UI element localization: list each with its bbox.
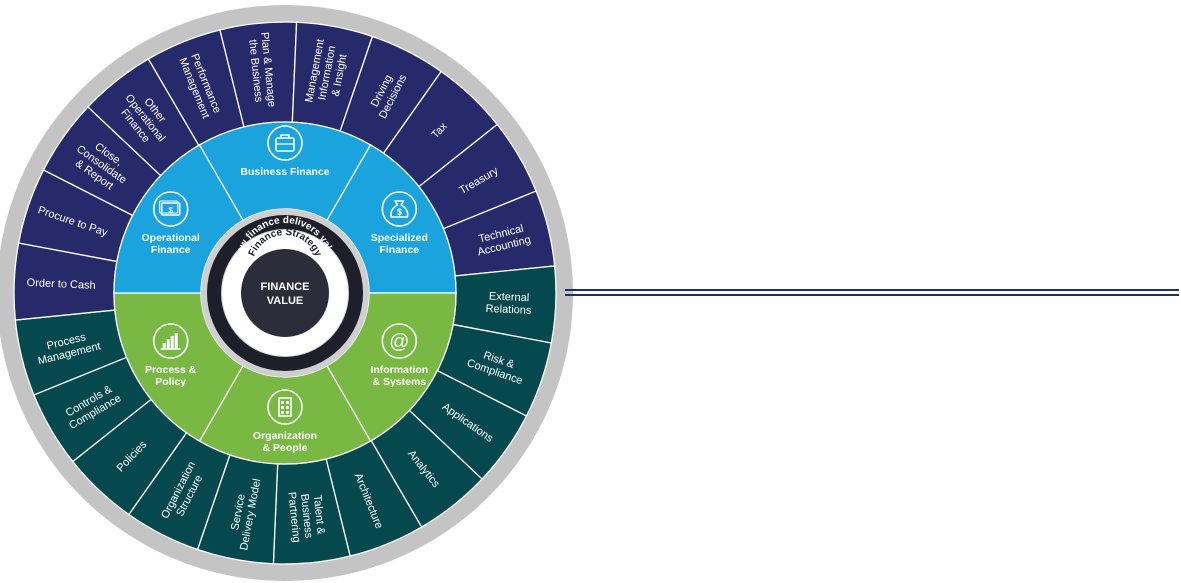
at-sign-icon: @	[381, 323, 418, 359]
list-item: Drive value by embedding both forms of c…	[705, 119, 1157, 159]
segment-label-process-and-policy: Process &Policy	[145, 364, 197, 388]
outer-segment-label-order-to-cash: Order to Cash	[26, 277, 96, 292]
segment-label-business-finance: Business Finance	[240, 166, 329, 178]
bullet-list: Ability to rely on internal non-financia…	[705, 365, 1157, 463]
svg-text:@: @	[389, 331, 409, 353]
refresh-icon	[607, 348, 687, 428]
svg-text:$: $	[168, 206, 173, 215]
divider-notch	[589, 283, 649, 288]
divider-notch	[663, 283, 1095, 288]
panel-title: Finance enabling Sustainability	[705, 336, 960, 355]
segment-label-information-and-systems: Information& Systems	[370, 364, 428, 388]
panel-title: How finance delivers sustainable value	[705, 90, 1021, 109]
question-mark-icon	[607, 119, 687, 199]
inner-ring	[113, 121, 457, 465]
list-item: Integrated information and supporting sy…	[705, 417, 1157, 457]
bullet-list: Drive value by embedding both forms of c…	[705, 119, 1157, 257]
money-icon: $	[152, 191, 189, 227]
svg-text:$: $	[397, 207, 402, 217]
center-label-line2: VALUE	[267, 295, 303, 307]
building-icon	[267, 389, 303, 425]
briefcase-icon	[267, 125, 303, 161]
list-item: Enable reliable carbon data from standar…	[705, 165, 1157, 205]
outer-ring	[13, 21, 557, 565]
outer-segment-label-talent-and-business-partnering: Talent &BusinessPartnering	[285, 489, 327, 543]
strategy-ring-dark-top	[207, 215, 363, 293]
finance-value-core	[241, 249, 329, 337]
outer-segment-label-external-relations: ExternalRelations	[485, 290, 532, 316]
sustainable-value-panel: How finance delivers sustainable value D…	[589, 69, 1175, 281]
list-item: Fill the Sustainability capability gap	[705, 391, 1157, 411]
list-item: Ability to rely on internal non-financia…	[705, 365, 1157, 385]
divider-line	[565, 294, 1179, 296]
divider-line	[565, 289, 1179, 291]
divider-notch	[1111, 283, 1175, 288]
center-label-line1: FINANCE	[261, 281, 310, 293]
list-item: Seamlessly integrated Climate Risk & Com…	[705, 211, 1157, 251]
money-bag-icon: $	[381, 191, 418, 227]
segment-label-organization-and-people: Organization& People	[253, 430, 317, 454]
bar-chart-icon	[152, 323, 189, 359]
enabling-sustainability-panel: Finance enabling Sustainability Ability …	[589, 298, 1175, 493]
strategy-ring-dark-bottom	[207, 293, 363, 371]
